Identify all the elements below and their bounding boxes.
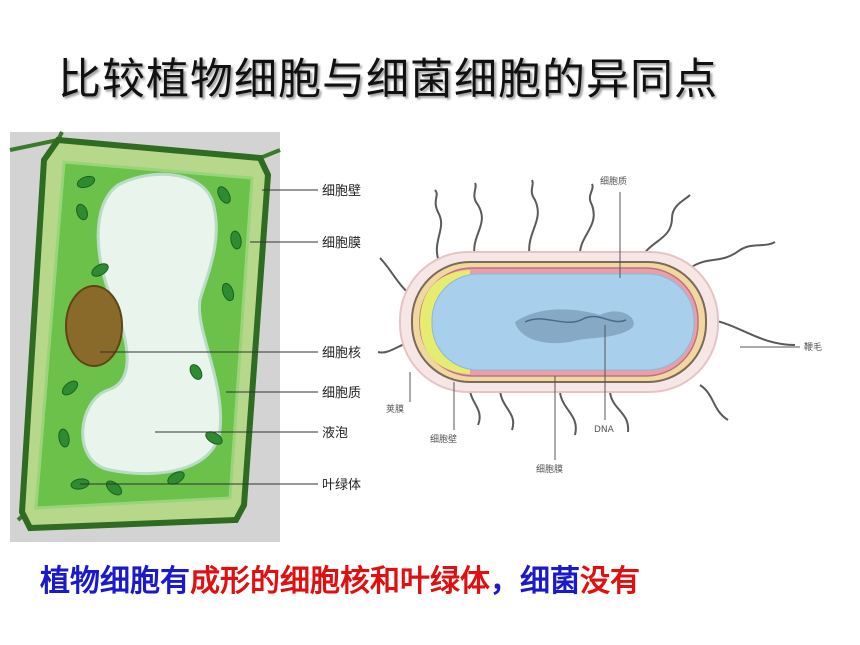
bacterium-label-flagellum: 鞭毛 — [804, 341, 822, 353]
plant-label-chloroplast: 叶绿体 — [322, 478, 361, 493]
plant-leader-lines — [80, 189, 318, 485]
plant-label-vacuole: 液泡 — [322, 426, 348, 441]
plant-cell-illustration: 细胞壁 细胞膜 细胞核 细胞质 液泡 叶绿体 — [9, 131, 361, 542]
plant-label-cytoplasm: 细胞质 — [322, 386, 361, 401]
bacterium-label-cell-membrane: 细胞膜 — [536, 463, 563, 475]
caption-part-plant: 植物细胞有 — [40, 564, 190, 599]
bacterium-illustration: 细胞质 鞭毛 荚膜 细胞壁 DNA 细胞膜 — [377, 175, 822, 475]
chloroplast-group — [58, 175, 242, 496]
caption-part-structures: 成形的细胞核和叶绿体 — [190, 564, 490, 599]
caption-part-none: 没有 — [580, 564, 640, 599]
flagella-group — [377, 179, 796, 436]
plant-label-cell-membrane: 细胞膜 — [322, 236, 361, 251]
bacterium-label-cell-wall: 细胞壁 — [430, 433, 457, 445]
comparison-caption: 植物细胞有成形的细胞核和叶绿体，细菌没有 — [40, 560, 840, 604]
plant-label-nucleus: 细胞核 — [322, 346, 361, 361]
caption-part-comma: ， — [490, 564, 520, 599]
bacterium-leader-lines — [409, 192, 800, 460]
page-title: 比较植物细胞与细菌细胞的异同点 — [58, 55, 718, 105]
nucleus-shape — [65, 285, 123, 367]
plant-label-cell-wall: 细胞壁 — [322, 184, 361, 199]
bacterium-label-capsule: 荚膜 — [386, 403, 404, 415]
caption-part-bacteria: 细菌 — [520, 564, 580, 599]
bacterium-label-dna: DNA — [594, 425, 615, 435]
bacterium-label-cytoplasm: 细胞质 — [600, 175, 627, 187]
